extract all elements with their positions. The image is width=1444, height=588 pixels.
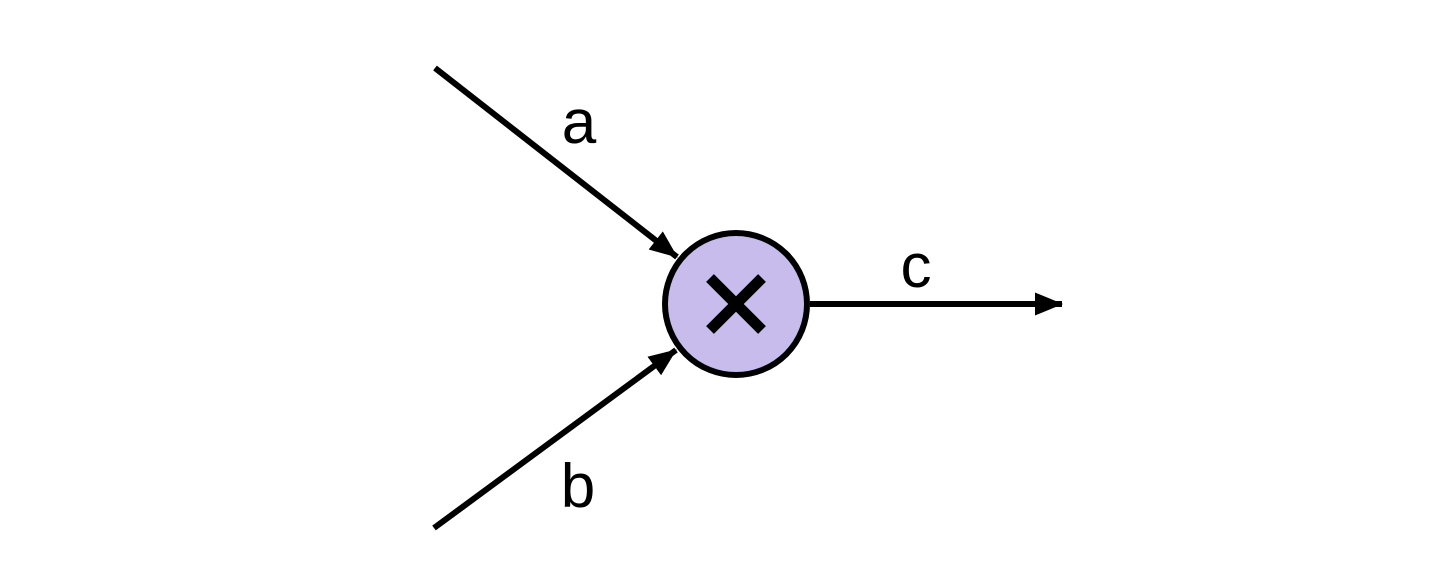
- edge-b-arrow: [432, 347, 678, 531]
- edge-b-label: b: [561, 452, 595, 521]
- multiply-icon-stroke-2: [706, 274, 766, 334]
- multiply-icon: [706, 274, 766, 334]
- edge-a-arrow: [433, 65, 679, 260]
- edge-a-label: a: [562, 88, 597, 157]
- edge-c-label: c: [901, 232, 932, 301]
